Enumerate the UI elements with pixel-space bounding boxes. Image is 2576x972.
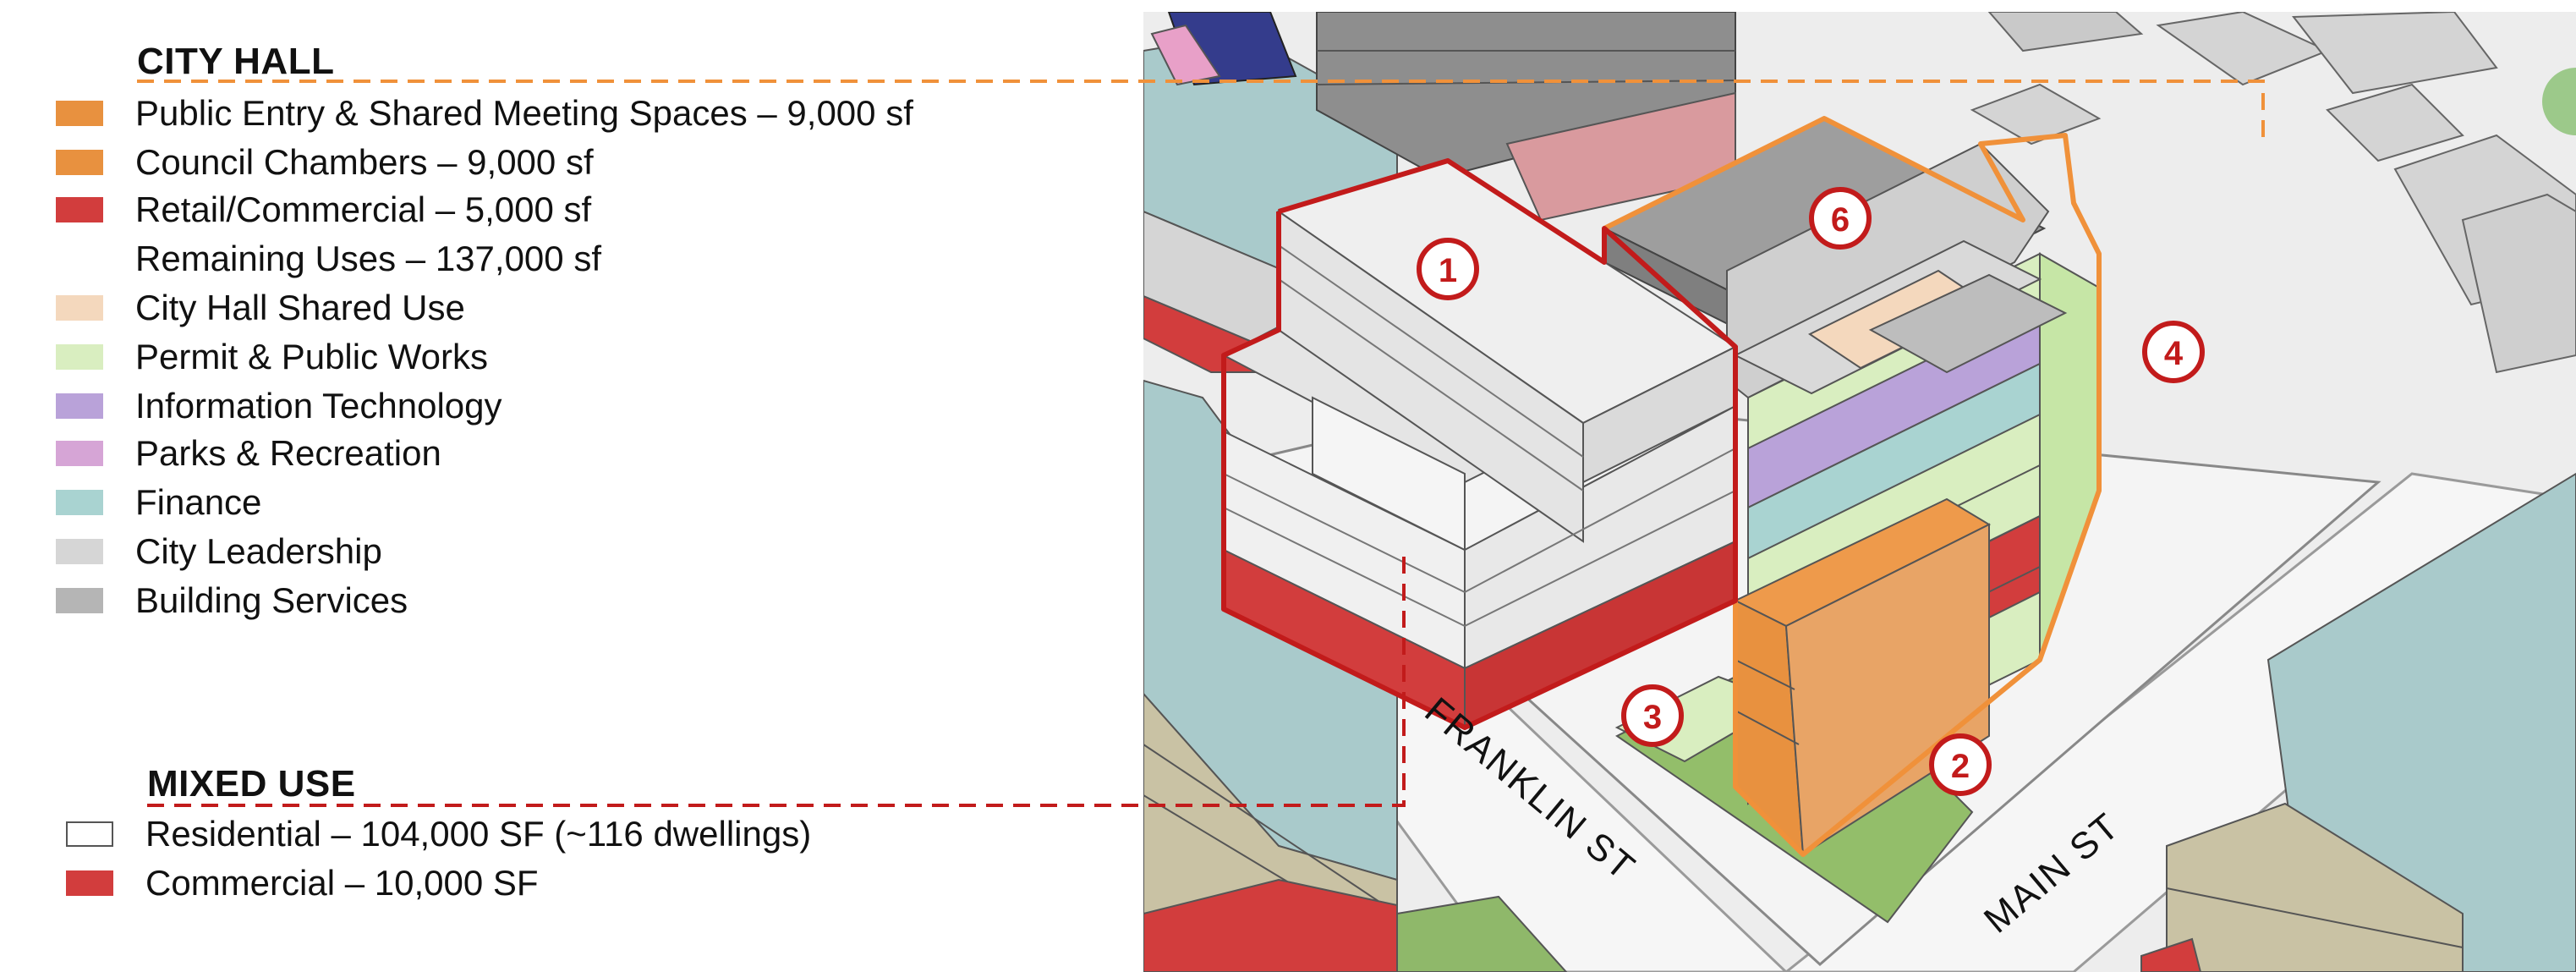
legend-item-building-services: Building Services — [56, 577, 408, 624]
legend-swatch — [66, 821, 113, 847]
legend-item-shared-use: City Hall Shared Use — [56, 284, 465, 332]
legend-swatch — [56, 150, 103, 175]
marker-6-label: 6 — [1831, 201, 1850, 239]
legend-item-commercial: Commercial – 10,000 SF — [66, 859, 539, 907]
marker-3: 3 — [1624, 687, 1681, 744]
legend-swatch — [56, 295, 103, 321]
legend-item-permit-public-works: Permit & Public Works — [56, 333, 488, 381]
legend-item-information-technology: Information Technology — [56, 382, 502, 430]
marker-6: 6 — [1811, 189, 1869, 247]
legend-swatch — [56, 490, 103, 515]
legend-swatch — [66, 870, 113, 896]
marker-2-label: 2 — [1951, 748, 1970, 785]
legend-label: City Leadership — [135, 531, 382, 572]
marker-4-label: 4 — [2164, 335, 2184, 372]
legend-label: Parks & Recreation — [135, 433, 441, 474]
legend-swatch — [56, 101, 103, 126]
legend-item-residential: Residential – 104,000 SF (~116 dwellings… — [66, 810, 811, 858]
legend-label: Information Technology — [135, 386, 502, 426]
legend-label: Permit & Public Works — [135, 337, 488, 377]
legend-label: Council Chambers – 9,000 sf — [135, 142, 594, 183]
legend-swatch — [56, 441, 103, 466]
legend-item-finance: Finance — [56, 479, 261, 526]
legend-label: City Hall Shared Use — [135, 288, 465, 328]
legend-swatch — [56, 344, 103, 370]
legend-label: Retail/Commercial – 5,000 sf — [135, 189, 591, 230]
legend-item-council-chambers: Council Chambers – 9,000 sf — [56, 139, 594, 186]
mixed-use-heading: MIXED USE — [147, 763, 356, 805]
site-map: FRANKLIN ST MAIN ST 1 6 4 3 2 — [1143, 0, 2576, 972]
legend-label: Finance — [135, 482, 261, 523]
marker-4: 4 — [2145, 323, 2202, 381]
legend-item-city-leadership: City Leadership — [56, 528, 382, 575]
marker-3-label: 3 — [1643, 699, 1662, 736]
marker-2: 2 — [1932, 736, 1989, 794]
legend-label: Residential – 104,000 SF (~116 dwellings… — [145, 814, 811, 854]
marker-1-label: 1 — [1439, 252, 1457, 289]
legend-item-public-entry: Public Entry & Shared Meeting Spaces – 9… — [56, 90, 913, 137]
legend-swatch — [56, 588, 103, 613]
marker-1: 1 — [1419, 240, 1477, 298]
legend-swatch — [56, 197, 103, 222]
city-hall-heading: CITY HALL — [137, 41, 334, 83]
legend-label: Public Entry & Shared Meeting Spaces – 9… — [135, 93, 913, 134]
legend-panel: CITY HALL Public Entry & Shared Meeting … — [0, 0, 1143, 972]
legend-label: Remaining Uses – 137,000 sf — [135, 239, 601, 279]
legend-swatch — [56, 539, 103, 564]
legend-item-parks-recreation: Parks & Recreation — [56, 430, 441, 477]
legend-label: Building Services — [135, 580, 408, 621]
legend-swatch — [56, 393, 103, 419]
legend-label: Commercial – 10,000 SF — [145, 863, 539, 903]
site-map-drawing: FRANKLIN ST MAIN ST 1 6 4 3 2 — [1143, 0, 2576, 972]
legend-item-remaining-uses: Remaining Uses – 137,000 sf — [56, 235, 601, 283]
legend-swatch-blank — [56, 246, 103, 272]
legend-item-retail-commercial: Retail/Commercial – 5,000 sf — [56, 186, 591, 233]
